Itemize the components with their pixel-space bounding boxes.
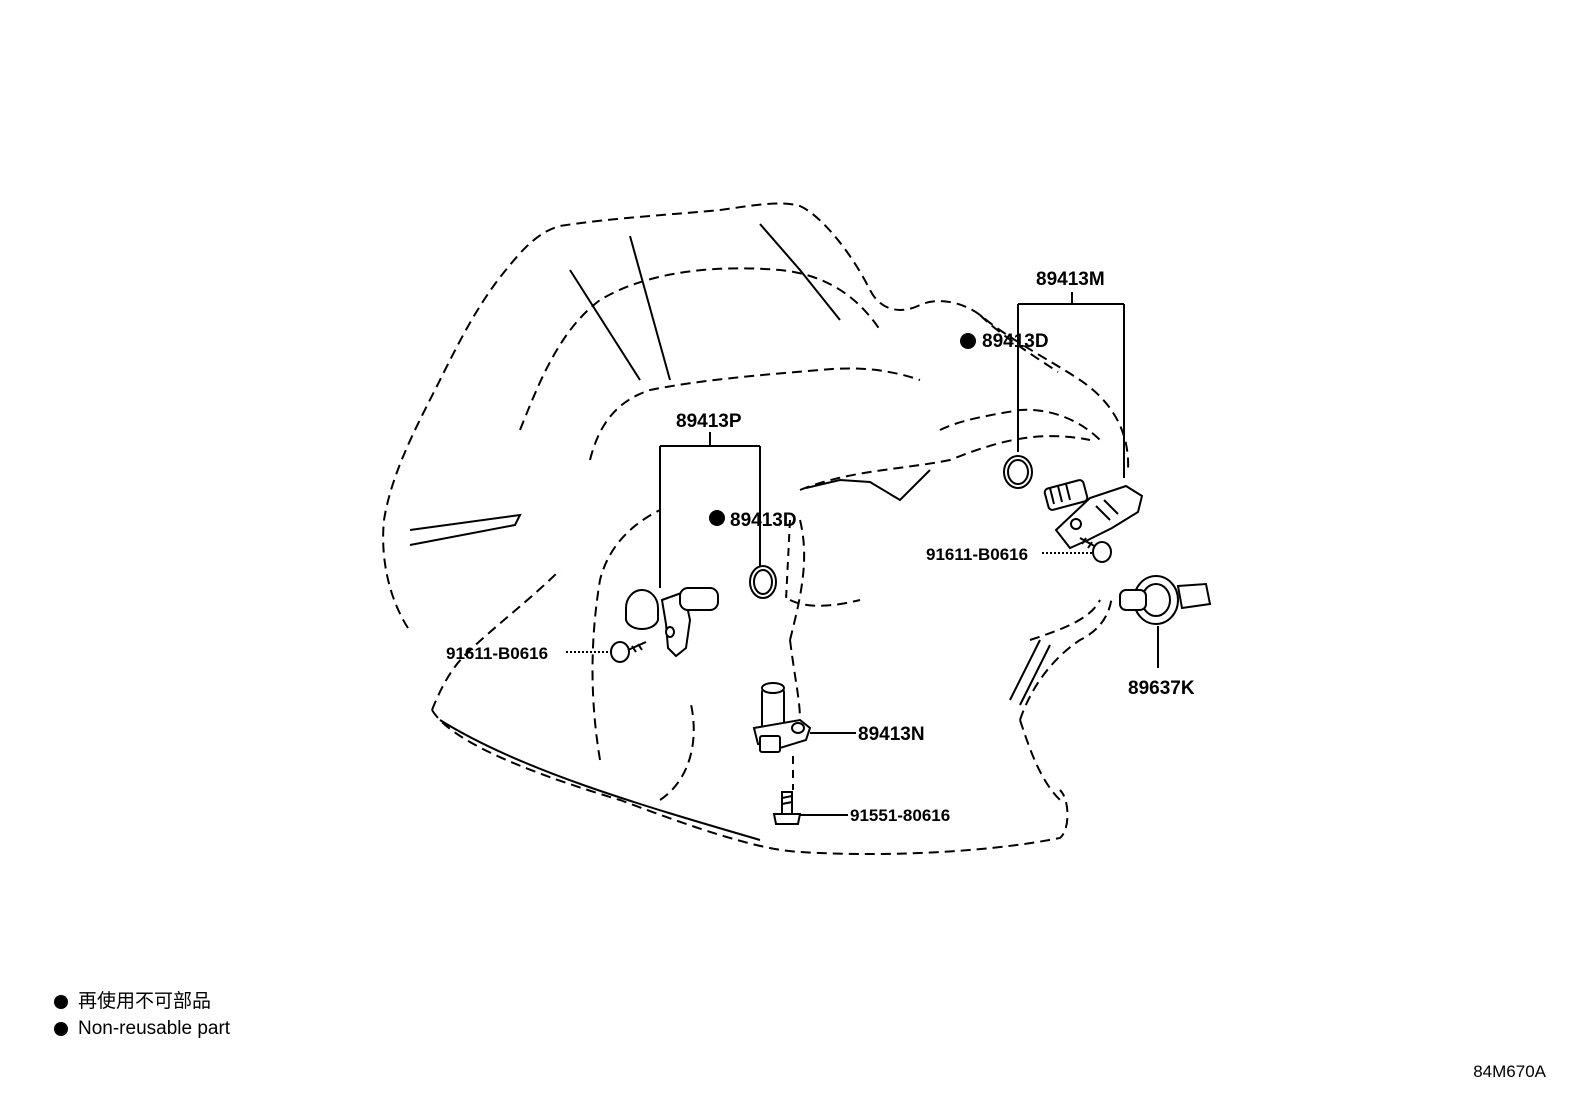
part-label-89413P[interactable]: 89413P — [676, 411, 742, 432]
sensor-89637K — [1119, 575, 1212, 668]
legend-japanese: 再使用不可部品 — [78, 991, 212, 1012]
part-label-89413N[interactable]: 89413N — [858, 724, 925, 745]
legend: 再使用不可部品 Non-reusable part — [54, 988, 230, 1042]
part-label-91611-left[interactable]: 91611-B0616 — [446, 644, 548, 663]
bolt-91611-right — [1042, 537, 1112, 563]
figure-code: 84M670A — [1473, 1062, 1546, 1081]
part-label-89413D-top[interactable]: 89413D — [982, 331, 1049, 352]
o-ring-upper — [1003, 455, 1033, 489]
legend-english: Non-reusable part — [78, 1018, 231, 1039]
speed-sensor-89413N — [752, 682, 812, 753]
transaxle-housing-outline — [382, 202, 1130, 856]
speed-sensor-89413P — [625, 587, 719, 658]
part-label-91611-right[interactable]: 91611-B0616 — [926, 545, 1028, 564]
bolt-91551 — [772, 791, 848, 825]
part-label-91551[interactable]: 91551-80616 — [850, 806, 950, 825]
part-label-89413M[interactable]: 89413M — [1036, 269, 1105, 290]
bolt-91611-left — [566, 641, 647, 663]
non-reusable-marker-mid — [709, 510, 725, 526]
o-ring-middle — [749, 565, 777, 599]
bullet-icon — [54, 994, 68, 1009]
legend-row-jp: 再使用不可部品 — [54, 988, 230, 1015]
leader-89413M — [1017, 292, 1125, 478]
part-label-89637K[interactable]: 89637K — [1128, 678, 1195, 699]
legend-row-en: Non-reusable part — [54, 1015, 230, 1042]
non-reusable-marker-top — [960, 333, 976, 349]
speed-sensor-89413M — [1043, 479, 1144, 550]
part-label-89413D-mid[interactable]: 89413D — [730, 510, 797, 531]
leader-89413P — [659, 432, 761, 588]
housing-solid-edges — [409, 223, 1051, 841]
bullet-icon — [54, 1021, 68, 1036]
leader-lines — [785, 519, 856, 790]
